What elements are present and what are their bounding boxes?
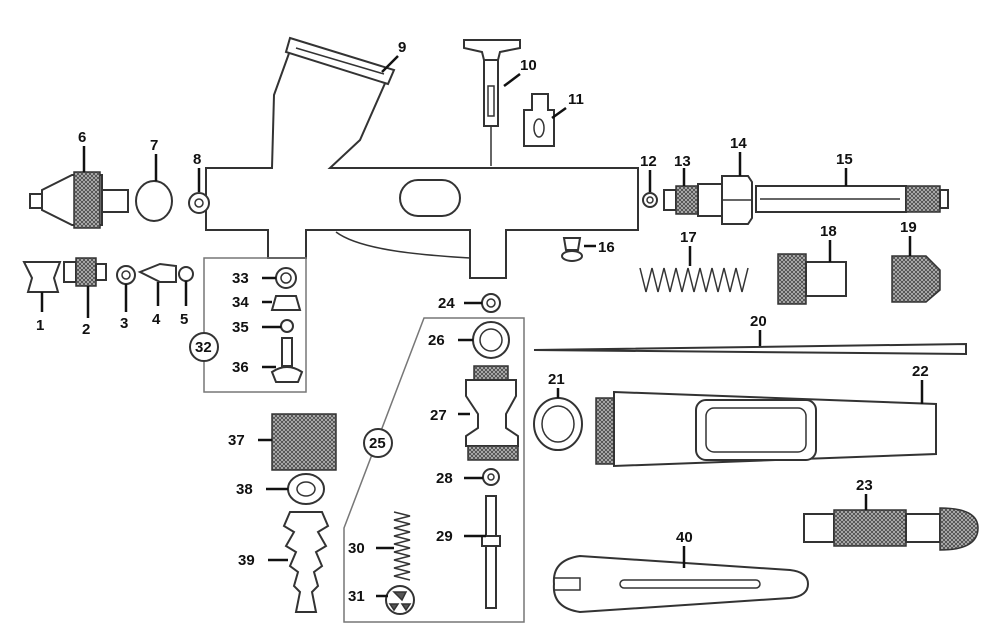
group-25-box	[343, 317, 525, 623]
label-23: 23	[856, 477, 873, 494]
label-29: 29	[436, 528, 453, 545]
label-8: 8	[193, 151, 201, 168]
part-12-o-ring	[642, 192, 658, 208]
part-39-hose-fitting	[282, 511, 330, 613]
part-3-washer	[116, 265, 136, 285]
part-40-wrench	[552, 554, 810, 614]
part-2-nozzle	[63, 257, 107, 287]
label-15: 15	[836, 151, 853, 168]
part-5-washer	[178, 266, 194, 282]
label-38: 38	[236, 481, 253, 498]
label-34: 34	[232, 294, 249, 311]
label-10: 10	[520, 57, 537, 74]
label-20: 20	[750, 313, 767, 330]
label-9: 9	[398, 39, 406, 56]
label-13: 13	[674, 153, 691, 170]
part-34-valve-seat	[270, 295, 302, 311]
part-16-screw	[561, 237, 583, 262]
part-30-spring	[393, 511, 411, 581]
label-19: 19	[900, 219, 917, 236]
part-26-o-ring	[472, 321, 510, 359]
label-30: 30	[348, 540, 365, 557]
part-1-crown-cap	[22, 261, 62, 293]
label-3: 3	[120, 315, 128, 332]
part-29-valve-piston	[481, 495, 501, 609]
label-2: 2	[82, 321, 90, 338]
part-33-washer	[275, 267, 297, 289]
part-13-needle-chuck-guide	[663, 183, 723, 217]
part-11-trigger-guide	[523, 93, 555, 147]
part-labels: 1 2 3 4 5 6 7 8 9 10 11 12 13 14 15 16 1…	[36, 39, 929, 605]
label-5: 5	[180, 311, 188, 328]
label-11: 11	[568, 91, 584, 108]
part-37-filter	[271, 413, 337, 471]
part-7-o-ring	[135, 180, 173, 222]
label-7: 7	[150, 137, 158, 154]
label-32: 32	[195, 339, 212, 356]
label-25: 25	[369, 435, 386, 452]
label-40: 40	[676, 529, 693, 546]
label-6: 6	[78, 129, 86, 146]
group-32-box	[203, 257, 307, 393]
group-32-circle	[189, 332, 219, 362]
group-25-circle	[363, 428, 393, 458]
part-35-o-ring	[280, 319, 294, 333]
label-14: 14	[730, 135, 747, 152]
part-15-needle-chuck	[755, 185, 949, 213]
part-38-washer	[287, 473, 325, 505]
label-18: 18	[820, 223, 837, 240]
part-36-valve-stem	[270, 337, 304, 383]
part-31-valve-cap	[385, 585, 415, 615]
part-27-valve-housing	[465, 365, 519, 461]
label-35: 35	[232, 319, 249, 336]
label-4: 4	[152, 311, 161, 328]
part-22-handle	[595, 390, 937, 468]
label-36: 36	[232, 359, 249, 376]
label-27: 27	[430, 407, 447, 424]
label-22: 22	[912, 363, 929, 380]
label-12: 12	[640, 153, 657, 170]
part-18-spring-guide	[777, 253, 847, 305]
part-17-spring	[639, 267, 749, 293]
part-19-needle-chuck-nut	[891, 255, 941, 303]
label-26: 26	[428, 332, 445, 349]
part-6-nozzle-cap	[29, 171, 129, 229]
label-39: 39	[238, 552, 255, 569]
part-28-washer	[482, 468, 500, 486]
label-21: 21	[548, 371, 565, 388]
label-16: 16	[598, 239, 615, 256]
label-33: 33	[232, 270, 249, 287]
part-9-cup-lid	[284, 36, 396, 86]
leader-lines	[40, 55, 924, 598]
label-31: 31	[348, 588, 365, 605]
part-21-o-ring	[533, 397, 583, 451]
label-37: 37	[228, 432, 245, 449]
label-24: 24	[438, 295, 455, 312]
part-20-needle	[533, 342, 967, 356]
part-23-adjust-screw	[803, 507, 979, 551]
label-1: 1	[36, 317, 44, 334]
label-28: 28	[436, 470, 453, 487]
part-4-needle-tip	[137, 262, 177, 283]
label-17: 17	[680, 229, 697, 246]
part-8-washer	[188, 192, 210, 214]
part-24-washer	[481, 293, 501, 313]
part-14-adjust-nut	[721, 175, 753, 225]
part-10-trigger	[463, 39, 521, 166]
